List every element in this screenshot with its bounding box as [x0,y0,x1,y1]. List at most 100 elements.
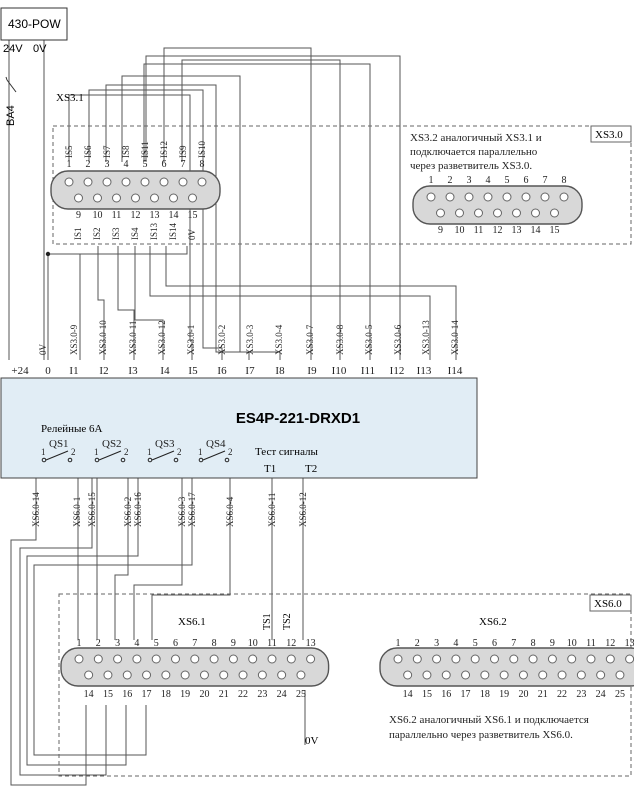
xs6-2-pin-number: 11 [586,638,596,649]
xs6-2-pin-number: 23 [576,689,586,700]
xs6-1-pin-number: 16 [122,689,132,700]
xs6-note-line: XS6.2 аналогичный XS6.1 и подключается [389,714,589,726]
xs3-1-pin-number: 11 [112,210,122,221]
xs6-1-pin-bottom [142,670,152,680]
xs3-2-pin-bottom [550,208,559,218]
xs3-1-pin-top [178,177,188,187]
xs6-1-pin-number: 4 [134,638,139,649]
xs6-2-pin-bottom [557,670,567,680]
xs3-1-pin-number: 12 [131,210,141,221]
xs6-1-pin-number: 24 [277,689,287,700]
xs3-2-pin-bottom [531,208,540,218]
xs6-1-pin-bottom [122,670,132,680]
xs3-2-pin-number: 9 [438,225,443,236]
xs3-signal-label: IS1 [73,227,83,240]
wire [88,89,223,360]
xs3-1-pin-bottom [112,193,121,203]
xs3-2-pin-bottom [512,208,521,218]
xs3-signal-label: IS7 [102,145,112,158]
xs6-0v-label: 0V [305,735,319,747]
xs3-2-pin-number: 1 [429,175,434,186]
xs6-2-pin-top [451,654,461,664]
wire [105,84,250,360]
wire-label: XS3.0-11 [128,321,138,355]
xs3-2-pin-bottom [455,208,464,218]
xs3-note: XS3.2 аналогичный XS3.1 и подключается п… [410,132,542,172]
xs6-2-pin-top [432,654,442,664]
xs6-2-pin-number: 6 [492,638,497,649]
xs3-2-pin-number: 8 [562,175,567,186]
relay-contact [147,457,153,463]
xs3-1-pin-bottom [74,193,83,203]
xs3-2-pin-top [559,192,569,202]
relay-blade [151,450,175,461]
xs3-2-pin-top [502,192,512,202]
xs3-1-pin-number: 2 [86,159,91,170]
xs3-2-pin-number: 15 [550,225,560,236]
xs6-2-pin-number: 5 [473,638,478,649]
xs6-note-line: параллельно через разветвитель XS6.0. [389,729,573,741]
relay-contact [67,457,73,463]
xs6-2-pin-bottom [518,670,528,680]
xs3-1-pin-top [159,177,169,187]
xs6-2-name: XS6.2 [479,616,507,628]
xs3-1-pin-number: 1 [67,159,72,170]
xs3-1-pin-top [64,177,74,187]
xs6-1-pin-number: 14 [84,689,94,700]
xs6-1-pin-number: 23 [257,689,267,700]
xs6-2-pin-bottom [576,670,586,680]
xs6-1-pin-bottom [296,670,306,680]
xs6-2-pin-bottom [480,670,490,680]
xs3-signal-label: IS12 [159,141,169,158]
xs6-2-pin-top [528,654,538,664]
relay-contact [120,457,126,463]
xs6-2-pin-bottom [538,670,548,680]
xs6-1-pin-top [93,654,103,664]
xs6-1-pin-top [113,654,123,664]
relay-pin-number: 1 [41,447,46,457]
xs6-2-pin-top [393,654,403,664]
ts2-label: TS2 [282,613,293,630]
wire [151,478,231,640]
wire [121,75,281,360]
terminal-label: I8 [275,365,285,377]
xs6-1-pin-bottom [199,670,209,680]
relay-pin-number: 2 [228,447,233,457]
xs3-1-name: XS3.1 [56,92,84,104]
xs6-2-pin-bottom [499,670,509,680]
terminal-label: I3 [128,365,138,377]
xs3-2-shell [412,185,583,225]
xs3-1-pin-number: 10 [93,210,103,221]
xs6-1-pin-top [306,654,316,664]
wire-label: XS3.0-6 [393,324,403,355]
wire-label: XS3.0-14 [450,320,460,355]
wire [145,55,401,360]
xs3-2-pin-top [483,192,493,202]
xs6-1-pin-number: 21 [219,689,229,700]
xs6-2-pin-number: 12 [605,638,615,649]
xs6-1-pin-number: 6 [173,638,178,649]
xs6-2-pin-number: 20 [518,689,528,700]
xs6-2-pin-top [605,654,615,664]
xs6-1-pin-number: 19 [180,689,190,700]
xs3-signal-label: IS11 [140,141,150,158]
xs3-0-tag [590,125,632,143]
power-0v-label: 0V [33,43,47,55]
terminal-label: I11 [361,365,375,377]
xs6-0-tag [589,594,632,612]
terminal-label: I5 [188,365,198,377]
xs3-2-pin-number: 12 [493,225,503,236]
xs3-2-pin-number: 10 [455,225,465,236]
xs6-2-pin-top [586,654,596,664]
xs3-2-pin-top [521,192,531,202]
xs3-2-pin-number: 6 [524,175,529,186]
xs3-note-line: XS3.2 аналогичный XS3.1 и [410,132,542,144]
junction-dot [45,251,51,257]
wire [181,59,341,360]
xs6-2-pin-number: 16 [441,689,451,700]
relay-pin-number: 1 [147,447,152,457]
wire [133,478,183,640]
